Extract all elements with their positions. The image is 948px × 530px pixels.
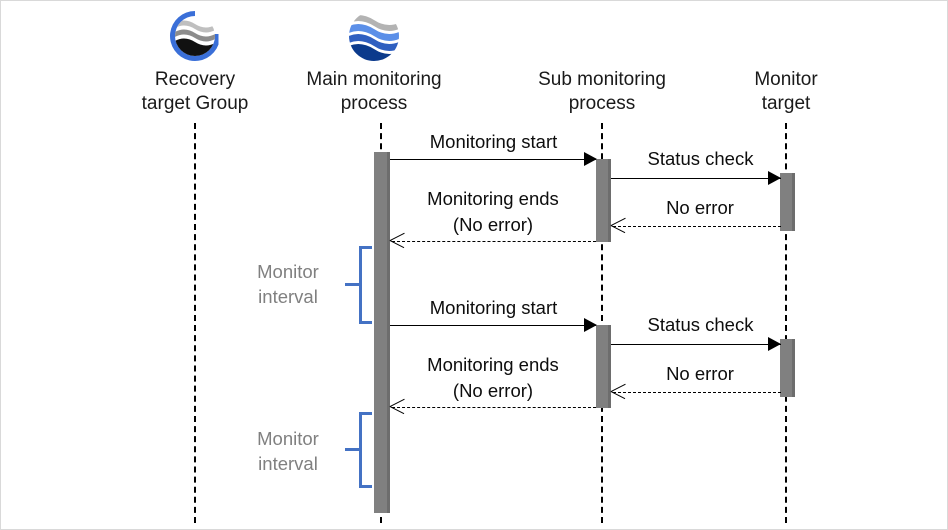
message-label-monitoring-ends-1: Monitoring ends (No error) bbox=[427, 188, 559, 235]
message-arrowhead-monitoring-ends-2 bbox=[390, 399, 404, 415]
lifeline-recovery-target-group bbox=[194, 123, 196, 523]
message-line-no-error-2 bbox=[613, 392, 781, 393]
globe-g-logo-icon bbox=[166, 7, 224, 65]
monitor-interval-label-1: Monitor interval bbox=[257, 261, 319, 307]
message-line-monitoring-ends-2 bbox=[392, 407, 596, 408]
participant-header-recovery-target-group: Recovery target Group bbox=[141, 69, 249, 114]
activation-bar-monitor-target-2 bbox=[780, 339, 795, 397]
participant-header-monitor-target: Monitor target bbox=[754, 69, 818, 114]
lifeline-sub-monitoring-process bbox=[601, 123, 603, 523]
message-label-status-check-1: Status check bbox=[647, 148, 754, 169]
message-label-monitoring-ends-2: Monitoring ends (No error) bbox=[427, 354, 559, 401]
message-arrowhead-no-error-1 bbox=[611, 218, 625, 234]
monitor-interval-brace-2 bbox=[345, 410, 372, 490]
message-line-status-check-2 bbox=[611, 344, 781, 345]
activation-bar-sub-monitoring-process-1 bbox=[596, 159, 611, 242]
message-arrowhead-status-check-1 bbox=[768, 171, 781, 185]
message-label-no-error-1: No error bbox=[666, 197, 734, 218]
message-arrowhead-status-check-2 bbox=[768, 337, 781, 351]
message-arrowhead-no-error-2 bbox=[611, 384, 625, 400]
activation-bar-monitor-target-1 bbox=[780, 173, 795, 231]
message-line-status-check-1 bbox=[611, 178, 781, 179]
message-label-monitoring-start-2: Monitoring start bbox=[429, 297, 558, 318]
message-arrowhead-monitoring-start-1 bbox=[584, 152, 597, 166]
message-line-monitoring-ends-1 bbox=[392, 241, 596, 242]
participant-header-main-monitoring-process: Main monitoring process bbox=[306, 69, 442, 114]
monitor-interval-brace-1 bbox=[345, 244, 372, 326]
message-label-status-check-2: Status check bbox=[647, 314, 754, 335]
lifeline-monitor-target bbox=[785, 123, 787, 523]
message-label-no-error-2: No error bbox=[666, 363, 734, 384]
globe-sphere-logo-icon bbox=[345, 7, 403, 65]
message-arrowhead-monitoring-ends-1 bbox=[390, 233, 404, 249]
message-line-monitoring-start-1 bbox=[390, 159, 596, 160]
activation-bar-main-monitoring-process bbox=[374, 152, 390, 513]
activation-bar-sub-monitoring-process-2 bbox=[596, 325, 611, 408]
participant-header-sub-monitoring-process: Sub monitoring process bbox=[538, 69, 666, 114]
monitor-interval-label-2: Monitor interval bbox=[257, 428, 319, 474]
message-label-monitoring-start-1: Monitoring start bbox=[429, 131, 558, 152]
message-line-no-error-1 bbox=[613, 226, 781, 227]
message-arrowhead-monitoring-start-2 bbox=[584, 318, 597, 332]
message-line-monitoring-start-2 bbox=[390, 325, 596, 326]
